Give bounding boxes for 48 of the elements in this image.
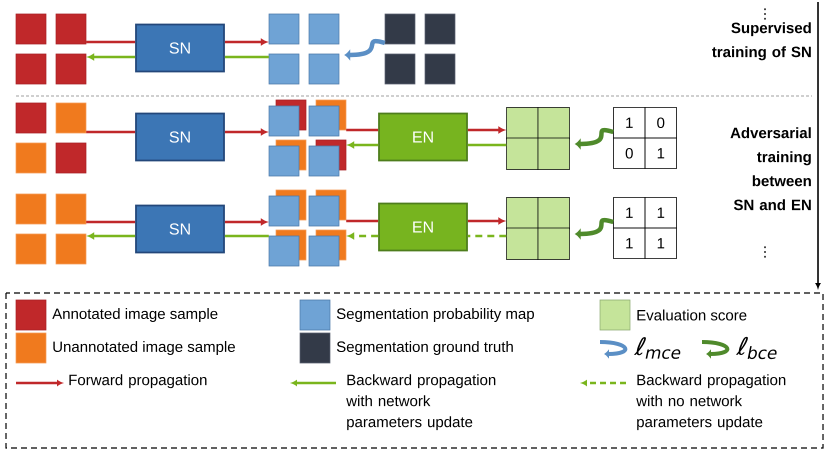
- arrow: [468, 126, 505, 134]
- network-box: EN: [378, 202, 468, 252]
- legend-text: Backward propagation with network parameters update: [346, 374, 496, 430]
- loss-arrow: [344, 38, 386, 60]
- arrow: [468, 218, 505, 224]
- arrow: [348, 232, 378, 240]
- legend-text: Evaluation score: [637, 310, 746, 320]
- table-cell: 0: [644, 107, 677, 138]
- legend-text: Backward propagation with no network parameters update: [636, 374, 786, 430]
- arrow: [88, 232, 136, 240]
- legend-text: ℓ$_{bce}$: [736, 336, 777, 360]
- network-box: SN: [135, 24, 225, 72]
- network-box: SN: [135, 112, 225, 162]
- image-grid-drawing: [16, 194, 86, 264]
- legend-text: Unannotated image sample: [53, 341, 235, 355]
- network-box: SN: [135, 204, 225, 254]
- image-grid-drawing: [268, 190, 346, 266]
- table-cell: 1: [613, 107, 646, 138]
- score-grid-drawing: [506, 197, 570, 260]
- table-cell: 1: [644, 138, 677, 169]
- score-grid-drawing: [506, 107, 570, 170]
- section-label: Adversarial training between SN and EN: [730, 127, 811, 210]
- legend-text: ℓ$_{mce}$: [634, 337, 680, 359]
- table-cell: 1: [644, 228, 677, 259]
- table-cell: 0: [613, 138, 646, 169]
- loss-arrow: [575, 218, 614, 239]
- arrow: [88, 54, 136, 60]
- image-grid-drawing: [268, 14, 340, 84]
- legend-text: Segmentation probability map: [336, 308, 534, 322]
- legend-text: Segmentation ground truth: [336, 341, 513, 355]
- legend-text: Forward propagation: [69, 374, 206, 388]
- loss-arrow: [575, 128, 614, 149]
- section-label: Supervised training of SN: [712, 22, 811, 60]
- arrow: [224, 38, 268, 46]
- legend-text: Annotated image sample: [52, 308, 218, 322]
- ellipsis: ⋮: [764, 246, 766, 258]
- arrow: [224, 128, 268, 136]
- image-grid-drawing: [16, 102, 86, 174]
- arrow: [348, 142, 378, 148]
- table-cell: 1: [613, 228, 646, 259]
- table-cell: 1: [644, 197, 677, 228]
- image-grid-drawing: [16, 14, 86, 84]
- network-box: EN: [378, 112, 468, 162]
- ellipsis: ⋮: [764, 8, 766, 20]
- arrow: [224, 218, 268, 226]
- table-cell: 1: [613, 197, 646, 228]
- image-grid-drawing: [268, 100, 346, 176]
- image-grid-drawing: [384, 14, 456, 84]
